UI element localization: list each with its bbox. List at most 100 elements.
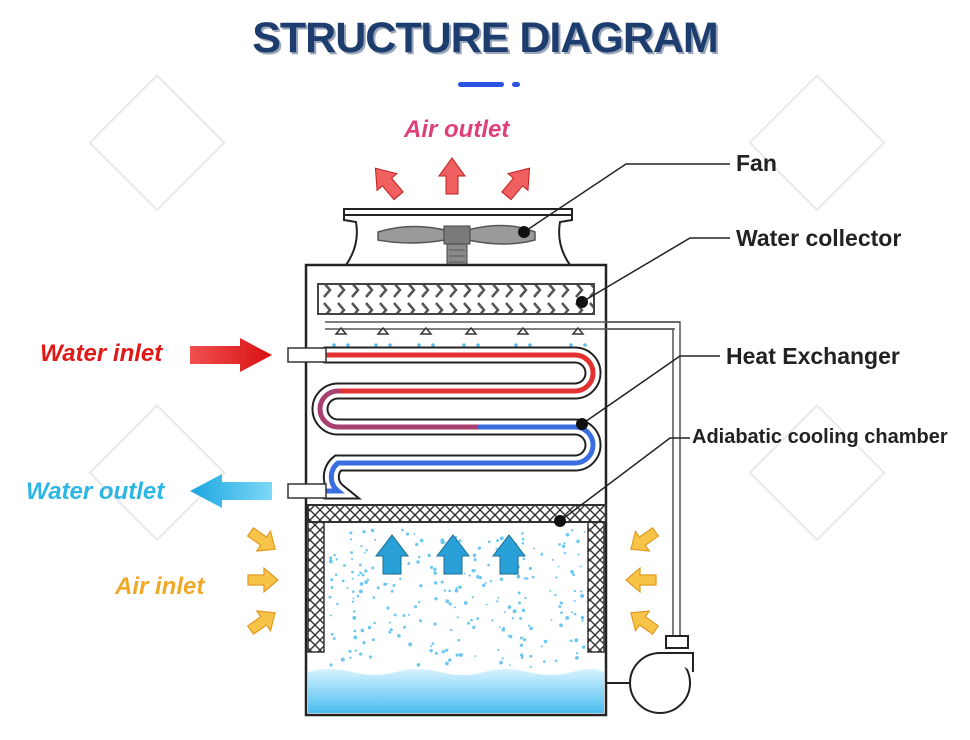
water-drop	[364, 569, 368, 573]
water-drop	[496, 600, 499, 603]
water-drop	[474, 655, 477, 658]
heat-exchanger-label: Heat Exchanger	[726, 343, 900, 369]
water-drop	[463, 600, 468, 605]
water-drop	[354, 649, 357, 652]
water-drop	[328, 595, 332, 599]
water-drop	[357, 574, 360, 577]
water-drop	[401, 528, 404, 532]
water-drop	[476, 575, 480, 579]
water-drop	[455, 589, 459, 593]
water-drop	[392, 584, 396, 587]
water-drop	[433, 571, 438, 575]
water-drop	[558, 605, 562, 608]
water-drop	[518, 601, 521, 605]
water-drop	[565, 532, 570, 537]
water-drop	[524, 596, 527, 600]
water-drop	[516, 574, 521, 579]
water-drop	[495, 547, 498, 550]
inlet-stub	[287, 347, 327, 363]
water-drop	[446, 648, 449, 651]
water-drop	[388, 621, 391, 624]
water-drop	[445, 661, 449, 666]
water-drop	[499, 660, 503, 665]
water-drop	[349, 656, 352, 659]
water-drop	[467, 621, 471, 625]
water-drop	[560, 611, 563, 615]
water-drop	[583, 531, 586, 533]
water-inlet-arrow	[190, 338, 272, 372]
water-drop	[554, 593, 557, 597]
water-drop	[403, 625, 406, 629]
water-drop	[572, 573, 575, 577]
water-drop	[359, 571, 362, 575]
water-drop	[458, 652, 463, 657]
water-drop	[573, 600, 576, 602]
water-drop	[440, 580, 444, 584]
water-drop	[418, 619, 423, 623]
water-drop	[519, 643, 524, 648]
water-drop	[560, 602, 564, 605]
water-drop	[579, 565, 582, 568]
tower-body	[304, 263, 608, 717]
water-drop	[570, 611, 574, 614]
water-drop	[333, 553, 336, 557]
water-drop	[389, 628, 393, 632]
water-drop	[531, 575, 535, 579]
water-drop	[512, 609, 517, 614]
water-drop	[335, 558, 338, 561]
water-drop	[372, 596, 376, 599]
leader-lines	[523, 163, 730, 522]
water-drop	[408, 642, 413, 647]
water-drop	[362, 530, 366, 534]
water-drop	[569, 639, 573, 643]
water-drop	[581, 645, 586, 649]
water-drop	[448, 658, 452, 662]
water-drop	[434, 651, 438, 655]
water-drop	[369, 655, 373, 659]
water-drop	[521, 608, 526, 613]
water-drop	[332, 638, 335, 641]
water-drop	[441, 650, 445, 654]
water-drop	[416, 560, 420, 564]
water-drop	[509, 664, 511, 667]
water-drop	[521, 541, 525, 545]
water-drop	[414, 605, 418, 609]
arrow-icon	[374, 157, 531, 201]
water-drop	[529, 626, 533, 631]
water-drop	[388, 630, 391, 634]
water-drop	[473, 558, 477, 562]
water-drop	[358, 563, 362, 567]
water-drop	[557, 565, 560, 568]
water-drop	[563, 542, 566, 545]
water-drop	[359, 582, 364, 586]
water-drop	[477, 546, 481, 550]
water-drop	[549, 589, 552, 592]
water-drop	[528, 566, 533, 571]
water-drop	[386, 606, 390, 610]
water-drop	[471, 596, 474, 599]
water-drop	[418, 600, 421, 604]
water-drop	[504, 611, 507, 614]
water-drop	[360, 628, 365, 633]
water-drop	[540, 553, 543, 556]
water-collector-label: Water collector	[736, 225, 902, 251]
water-drop	[527, 624, 531, 627]
water-drop	[341, 579, 345, 583]
water-drop	[353, 635, 358, 640]
water-outlet-arrow	[190, 474, 272, 508]
water-collector	[317, 283, 595, 315]
water-drop	[336, 602, 339, 606]
water-inlet-label: Water inlet	[40, 340, 163, 367]
water-drop	[351, 577, 354, 580]
fan-icon	[377, 224, 536, 267]
water-drop	[365, 549, 368, 552]
water-drop	[330, 633, 334, 636]
water-drop	[359, 652, 363, 656]
water-drop	[551, 558, 554, 561]
water-drop	[573, 589, 576, 593]
water-drop	[429, 565, 434, 569]
water-drop	[334, 573, 338, 576]
water-drop	[521, 532, 524, 535]
water-drop	[519, 636, 523, 640]
